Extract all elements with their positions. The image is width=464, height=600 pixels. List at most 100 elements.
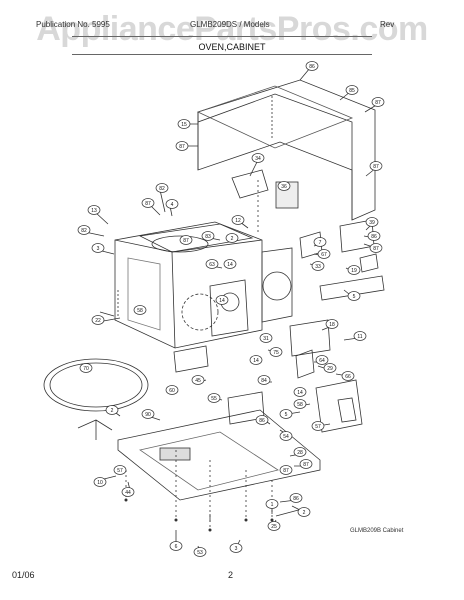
revision: Rev	[380, 20, 395, 29]
callout-53: 53	[193, 547, 207, 557]
callout-5: 5	[347, 291, 361, 301]
callout-34: 34	[251, 153, 265, 163]
svg-text:33: 33	[315, 264, 321, 270]
callout-87: 87	[179, 235, 193, 245]
callout-85: 85	[345, 85, 359, 95]
callout-3: 3	[229, 543, 243, 553]
oven-cavity	[114, 221, 263, 349]
svg-text:60: 60	[169, 388, 175, 394]
svg-text:86: 86	[309, 64, 315, 70]
callout-82: 82	[77, 225, 91, 235]
svg-text:15: 15	[181, 122, 187, 128]
model-number: GLMB209DS / Models	[190, 20, 270, 29]
svg-text:14: 14	[297, 390, 303, 396]
magnetron	[289, 319, 331, 357]
svg-text:13: 13	[91, 208, 97, 214]
svg-text:86: 86	[371, 234, 377, 240]
svg-text:82: 82	[81, 228, 87, 234]
callout-4: 4	[165, 199, 179, 209]
svg-text:22: 22	[95, 318, 101, 324]
svg-text:44: 44	[125, 490, 131, 496]
svg-text:36: 36	[281, 184, 287, 190]
svg-text:75: 75	[273, 350, 279, 356]
callout-6: 6	[169, 541, 183, 551]
callout-13: 13	[87, 205, 101, 215]
svg-text:58: 58	[297, 402, 303, 408]
callout-60: 60	[165, 385, 179, 395]
callout-3: 3	[91, 243, 105, 253]
svg-text:57: 57	[117, 468, 123, 474]
callout-87: 87	[299, 459, 313, 469]
callout-86: 86	[255, 415, 269, 425]
callout-44: 44	[121, 487, 135, 497]
callout-12: 12	[231, 215, 245, 225]
callout-22: 22	[91, 315, 105, 325]
svg-text:5: 5	[353, 294, 356, 300]
callout-11: 11	[353, 331, 367, 341]
callout-2: 2	[105, 405, 119, 415]
svg-text:3: 3	[235, 546, 238, 552]
callout-29: 29	[323, 363, 337, 373]
svg-text:2: 2	[111, 408, 114, 414]
svg-text:84: 84	[261, 378, 267, 384]
svg-text:87: 87	[375, 100, 381, 106]
header-rule-bottom	[72, 54, 372, 55]
callout-5: 5	[279, 409, 293, 419]
svg-text:87: 87	[145, 201, 151, 207]
callout-84: 84	[257, 375, 271, 385]
callout-58: 58	[293, 399, 307, 409]
watermark: AppliancePartsPros.com	[36, 10, 428, 48]
svg-text:67: 67	[321, 252, 327, 258]
page-number: 2	[228, 570, 234, 580]
callout-86: 86	[305, 61, 319, 71]
callout-82: 82	[155, 183, 169, 193]
diagram-id: GLMB209B Cabinet	[350, 528, 404, 534]
callout-14: 14	[223, 259, 237, 269]
callout-67: 67	[317, 249, 331, 259]
callout-39: 39	[365, 217, 379, 227]
callout-87: 87	[371, 97, 385, 107]
callout-63: 63	[205, 259, 219, 269]
svg-text:63: 63	[209, 262, 215, 268]
callout-83: 83	[201, 231, 215, 241]
callout-66: 66	[341, 371, 355, 381]
svg-text:5: 5	[285, 412, 288, 418]
roller-coupler	[77, 419, 113, 440]
svg-text:54: 54	[283, 434, 289, 440]
svg-text:14: 14	[227, 262, 233, 268]
callout-2: 2	[297, 507, 311, 517]
callout-14: 14	[215, 295, 229, 305]
callout-70: 70	[79, 363, 93, 373]
svg-text:39: 39	[369, 220, 375, 226]
callout-36: 36	[277, 181, 291, 191]
svg-text:64: 64	[319, 358, 325, 364]
svg-text:2: 2	[303, 510, 306, 516]
svg-text:18: 18	[329, 322, 335, 328]
svg-text:45: 45	[195, 378, 201, 384]
callout-87: 87	[279, 465, 293, 475]
svg-text:86: 86	[293, 496, 299, 502]
svg-text:83: 83	[205, 234, 211, 240]
callout-87: 87	[141, 198, 155, 208]
svg-text:70: 70	[83, 366, 89, 372]
svg-text:3: 3	[97, 246, 100, 252]
svg-text:55: 55	[211, 396, 217, 402]
svg-text:53: 53	[197, 550, 203, 556]
svg-text:87: 87	[373, 246, 379, 252]
svg-text:90: 90	[145, 412, 151, 418]
svg-text:10: 10	[97, 480, 103, 486]
svg-text:87: 87	[283, 468, 289, 474]
header-rule-top	[72, 36, 372, 37]
svg-text:87: 87	[179, 144, 185, 150]
svg-text:19: 19	[351, 268, 357, 274]
side-duct	[319, 275, 385, 301]
callout-19: 19	[347, 265, 361, 275]
svg-text:85: 85	[349, 88, 355, 94]
callout-75: 75	[269, 347, 283, 357]
callout-7: 7	[313, 237, 327, 247]
svg-text:31: 31	[263, 336, 269, 342]
svg-text:7: 7	[319, 240, 322, 246]
callout-25: 25	[267, 521, 281, 531]
callout-57: 57	[113, 465, 127, 475]
